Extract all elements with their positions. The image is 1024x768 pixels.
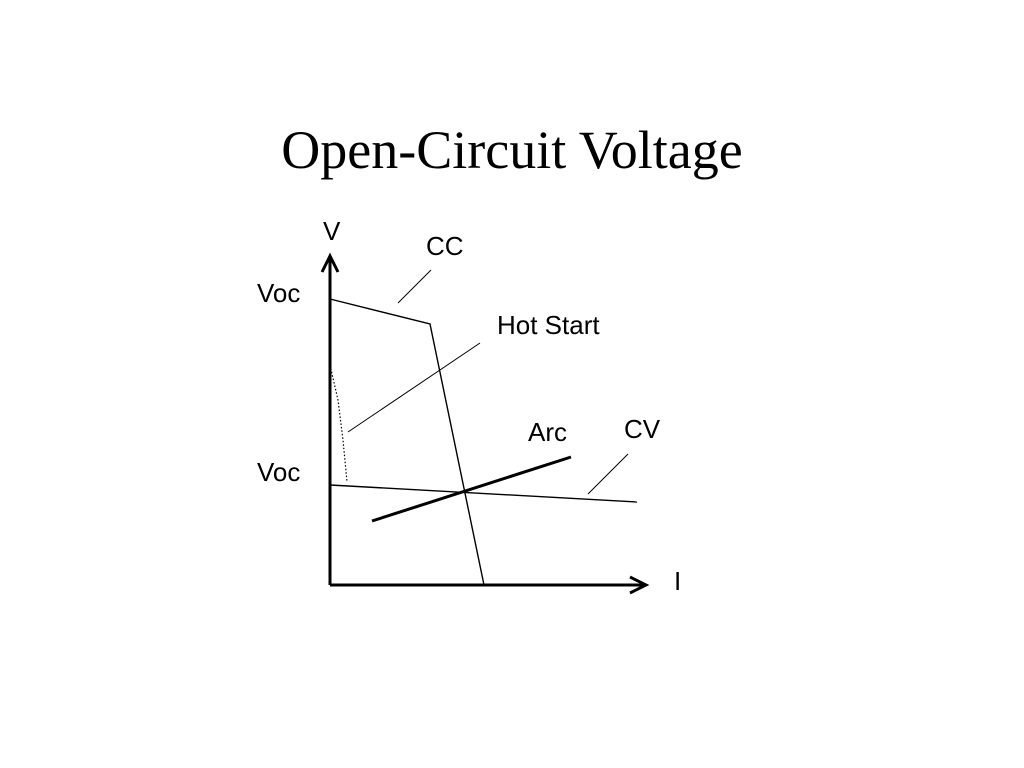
- arc-line: [371, 455, 572, 523]
- hot-start-leader-line: [347, 342, 481, 433]
- cv-leader-line: [587, 453, 629, 495]
- cv-label: CV: [624, 414, 661, 444]
- arc-label: Arc: [528, 417, 567, 447]
- x-axis-label: I: [674, 566, 681, 596]
- slide-title: Open-Circuit Voltage: [281, 120, 743, 180]
- x-axis-arrowhead: [629, 575, 650, 595]
- voc-label-top: Voc: [257, 278, 300, 308]
- voc-label-bottom: Voc: [257, 457, 300, 487]
- cv-curve: [329, 484, 638, 503]
- cc-leader-line: [397, 269, 432, 304]
- cc-curve: [329, 298, 485, 586]
- y-axis-label: V: [323, 216, 341, 246]
- hot-start-curve: [329, 364, 348, 483]
- cc-label: CC: [426, 231, 464, 261]
- y-axis-arrowhead: [320, 252, 340, 273]
- hot-start-label: Hot Start: [497, 310, 600, 340]
